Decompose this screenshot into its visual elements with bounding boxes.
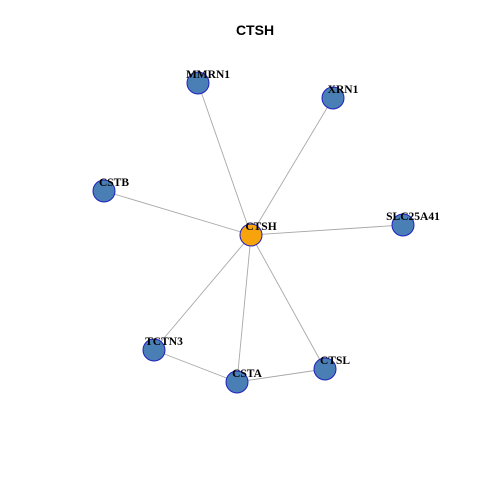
node-ctsl: CTSL bbox=[313, 355, 350, 381]
node-circle-mmrn1 bbox=[186, 71, 210, 95]
node-csta: CSTA bbox=[225, 368, 263, 394]
edge-layer bbox=[103, 82, 404, 383]
edge-csta-ctsl bbox=[236, 368, 326, 383]
graph-title: CTSH bbox=[236, 22, 274, 38]
edge-ctsh-xrn1 bbox=[250, 97, 334, 236]
node-label-csta: CSTA bbox=[232, 368, 263, 380]
node-circle-ctsh bbox=[239, 223, 263, 247]
edge-ctsh-ctsl bbox=[250, 234, 326, 370]
edge-ctsh-mmrn1 bbox=[197, 82, 252, 236]
node-circle-tctn3 bbox=[142, 338, 166, 362]
edge-ctsh-slc25a41 bbox=[250, 224, 404, 236]
node-circle-cstb bbox=[92, 179, 116, 203]
node-label-ctsh: CTSH bbox=[245, 221, 276, 233]
node-label-cstb: CSTB bbox=[99, 177, 129, 189]
node-label-slc25a41: SLC25A41 bbox=[386, 211, 440, 223]
node-circle-csta bbox=[225, 370, 249, 394]
edge-tctn3-csta bbox=[153, 349, 238, 383]
node-ctsh: CTSH bbox=[239, 221, 277, 247]
node-cstb: CSTB bbox=[92, 177, 129, 203]
edge-ctsh-tctn3 bbox=[153, 234, 252, 351]
node-label-mmrn1: MMRN1 bbox=[186, 69, 230, 81]
node-circle-ctsl bbox=[313, 357, 337, 381]
node-xrn1: XRN1 bbox=[321, 84, 359, 110]
node-tctn3: TCTN3 bbox=[142, 336, 183, 362]
node-label-tctn3: TCTN3 bbox=[145, 336, 183, 348]
node-label-ctsl: CTSL bbox=[320, 355, 350, 367]
node-slc25a41: SLC25A41 bbox=[386, 211, 440, 237]
edge-ctsh-csta bbox=[236, 234, 252, 383]
node-circle-slc25a41 bbox=[391, 213, 415, 237]
node-circle-xrn1 bbox=[321, 86, 345, 110]
edge-ctsh-cstb bbox=[103, 190, 252, 236]
node-label-xrn1: XRN1 bbox=[328, 84, 359, 96]
node-mmrn1: MMRN1 bbox=[186, 69, 230, 95]
